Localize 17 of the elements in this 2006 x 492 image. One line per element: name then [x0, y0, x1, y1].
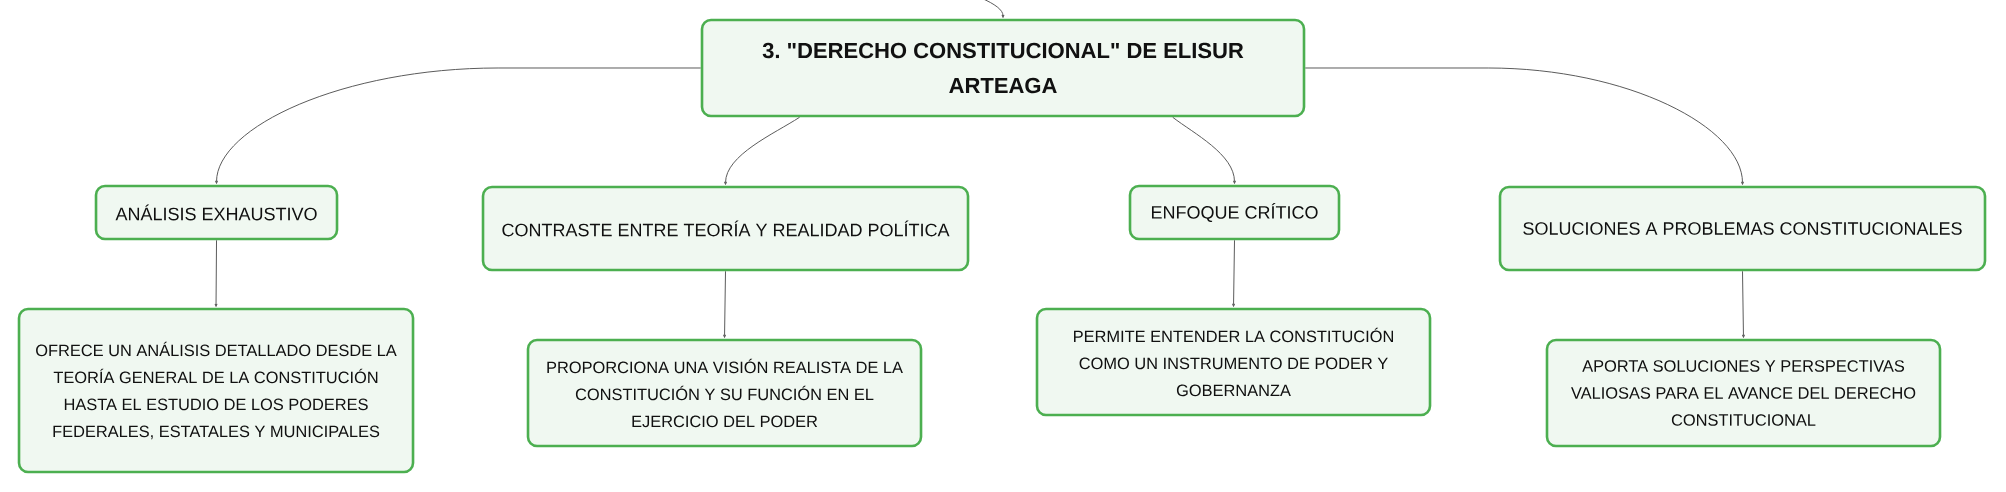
- connector-arrow: [724, 116, 801, 185]
- connector-arrow: [215, 67, 702, 184]
- subtopic-box: ENFOQUE CRÍTICO: [1128, 184, 1341, 241]
- connector-arrow: [214, 239, 218, 307]
- connector-arrow: [1742, 270, 1745, 338]
- subtopic-box: ANÁLISIS EXHAUSTIVO: [94, 184, 339, 241]
- connector-arrow: [1304, 67, 1744, 185]
- subtopic-box: CONTRASTE ENTRE TEORÍA Y REALIDAD POLÍTICA: [481, 185, 970, 272]
- connector-arrow: [723, 270, 727, 338]
- detail-box: PROPORCIONA UNA VISIÓN REALISTA DE LA CONSTITUCIÓN Y SU FUNCIÓN EN EL EJERCICIO DEL PODER: [526, 338, 923, 448]
- connector-arrow: [1232, 239, 1235, 307]
- detail-box: APORTA SOLUCIONES Y PERSPECTIVAS VALIOSAS PARA EL AVANCE DEL DERECHO CONSTITUCIONAL: [1545, 338, 1942, 448]
- detail-box: OFRECE UN ANÁLISIS DETALLADO DESDE LA TEORÍA GENERAL DE LA CONSTITUCIÓN HASTA EL ESTUDIO DE LOS PODERES FEDERALES, ESTATALES Y MUNICIPALES: [17, 307, 415, 474]
- connector-arrow: [1172, 116, 1236, 184]
- central-topic-box: 3. "DERECHO CONSTITUCIONAL" DE ELISUR ARTEAGA: [700, 18, 1306, 118]
- detail-box: PERMITE ENTENDER LA CONSTITUCIÓN COMO UN INSTRUMENTO DE PODER Y GOBERNANZA: [1035, 307, 1432, 417]
- subtopic-box: SOLUCIONES A PROBLEMAS CONSTITUCIONALES: [1498, 185, 1987, 272]
